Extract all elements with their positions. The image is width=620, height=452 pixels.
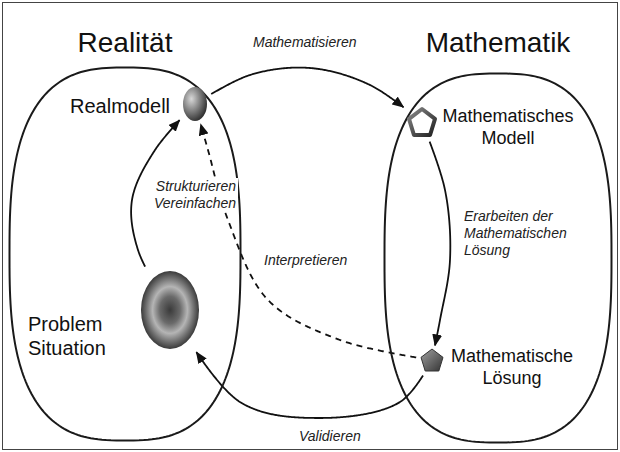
pentagon-outline-shape [409, 109, 435, 135]
problem-blob-shape [141, 271, 199, 349]
edge-label: Strukturieren Vereinfachen [146, 178, 238, 212]
pentagon-outline [406, 106, 438, 138]
edge-label: Validieren [297, 428, 363, 445]
node-label: Realmodell [70, 94, 170, 118]
region-outline-path [385, 74, 612, 443]
problem-situation-node: Problem Situation [24, 268, 202, 362]
problem-blob [140, 270, 200, 350]
node-label: Problem Situation [28, 312, 128, 360]
region-outline-path [10, 68, 241, 441]
region-heading: Mathematik [383, 26, 613, 60]
region-heading: Realität [8, 26, 242, 60]
node-label: Mathematische Lösung [446, 346, 578, 389]
cycle-arrow [430, 142, 451, 346]
edge-label: Interpretieren [262, 252, 349, 269]
node-label: Mathematisches Modell [438, 106, 578, 149]
pentagon-filled-shape [421, 349, 443, 371]
cycle-arrow [211, 68, 403, 108]
math-solution-node: Mathematische Lösung [418, 344, 580, 392]
real-model-blob-shape [183, 87, 207, 121]
real-model-blob [182, 86, 208, 122]
real-model-node: Realmodell [70, 86, 210, 124]
edge-label: Mathematisieren [251, 34, 359, 51]
reality-region: RealitätRealmodellProblem Situation [8, 66, 242, 442]
picture-frame [3, 3, 618, 450]
edge-label: Erarbeiten der Mathematischen Lösung [462, 208, 578, 258]
pentagon-filled [420, 348, 444, 372]
math-model-node: Mathematisches Modell [404, 104, 580, 152]
region-outline [8, 66, 242, 442]
